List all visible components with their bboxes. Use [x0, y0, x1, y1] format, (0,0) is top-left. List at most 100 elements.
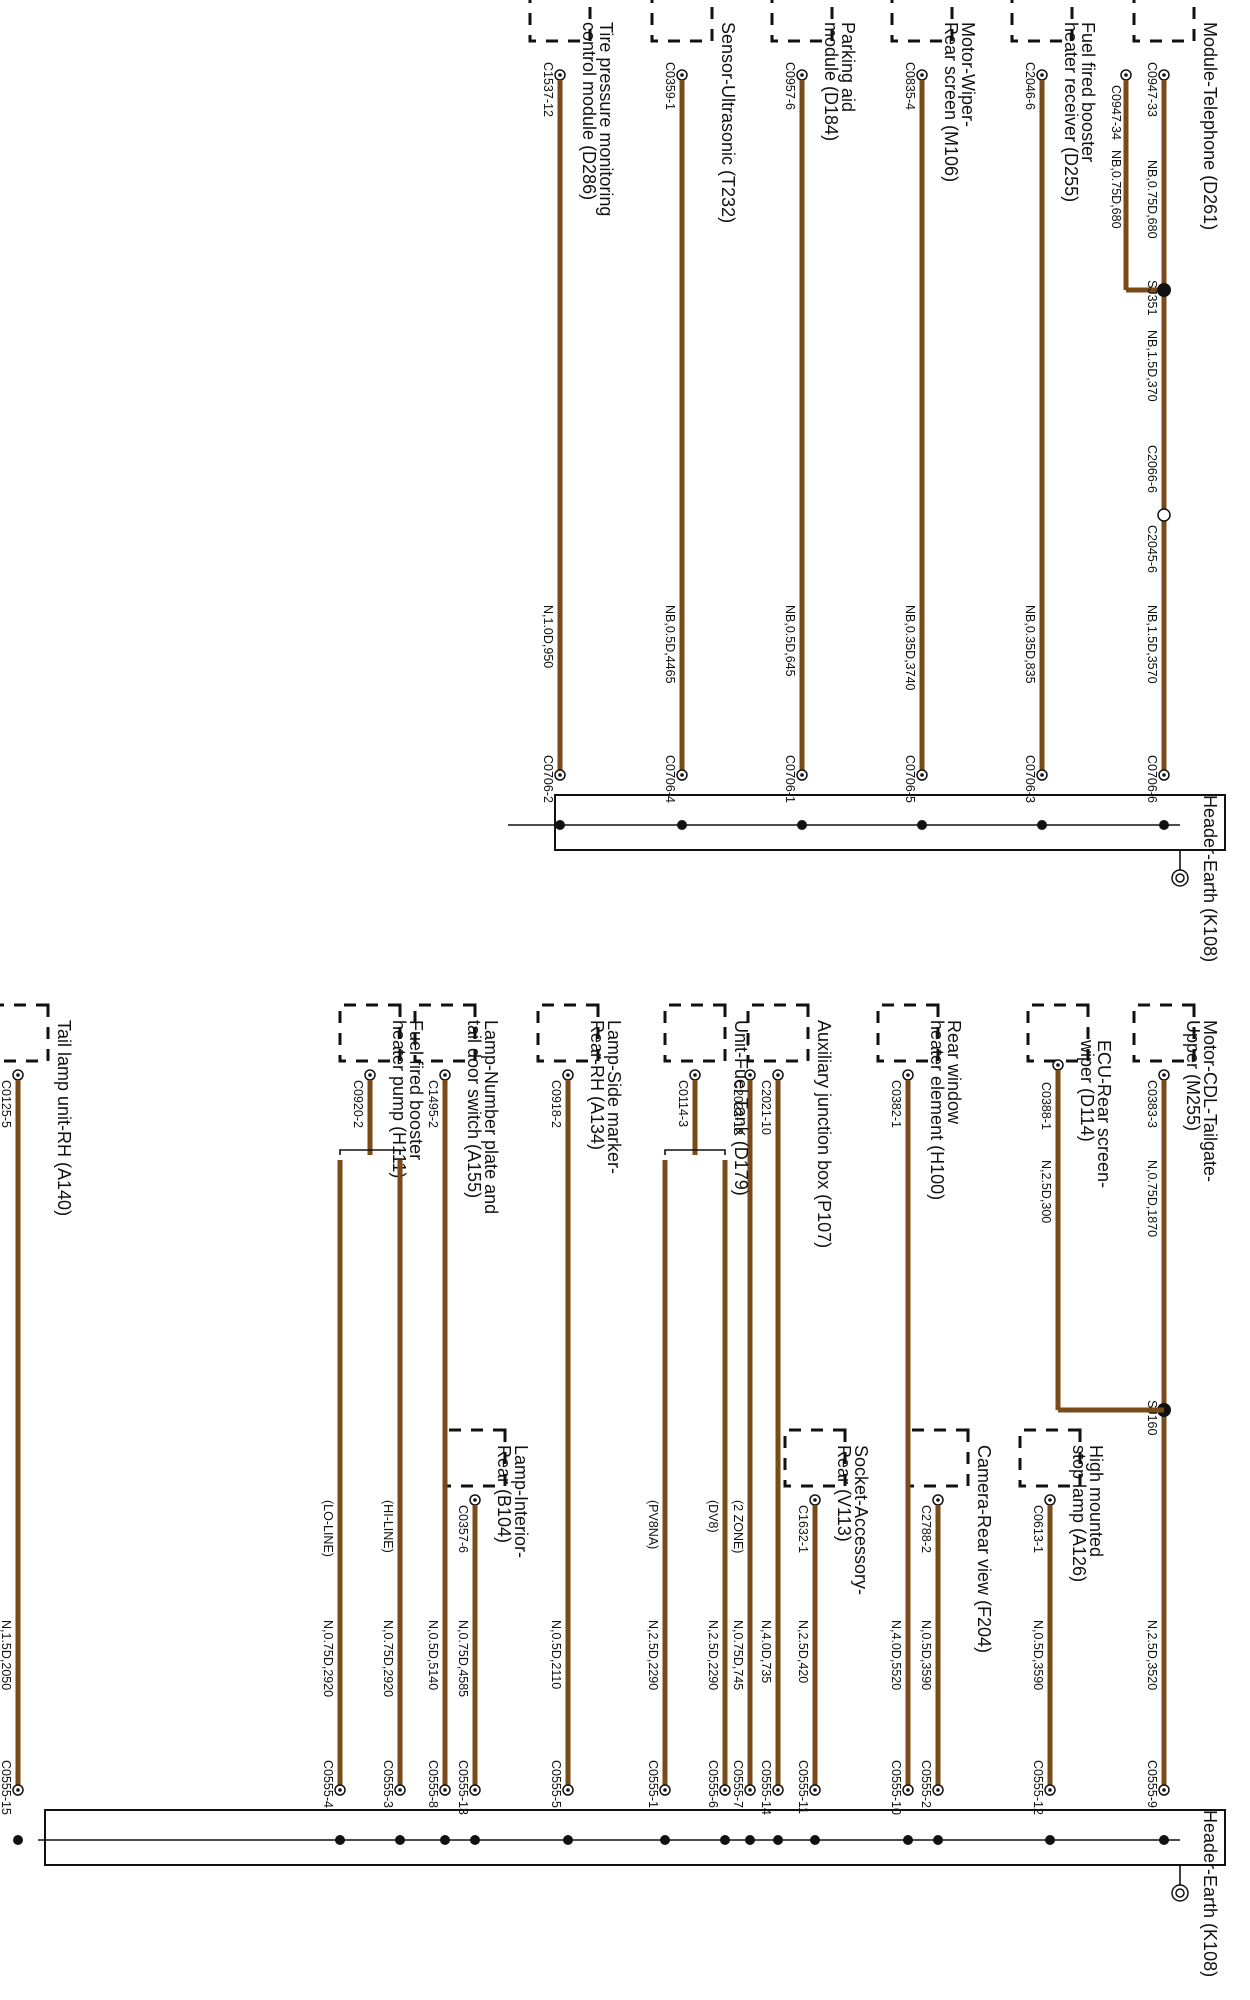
top-row-1-main-wire-label: NB,1.5D,3570 [1145, 605, 1159, 684]
bottom-row-5-end-connector-pin-icon [906, 1788, 910, 1792]
top-row-2-label-line: heater receiver (D255) [1061, 22, 1081, 202]
top-row-6-label-line: control module (D286) [579, 22, 599, 200]
top-row-1-end-connector-pin-icon [1162, 773, 1166, 777]
bottom-row-8-pin: C2022-12 [731, 1080, 745, 1135]
bottom-row-10-pin: C0918-2 [549, 1080, 563, 1128]
bottom-row-11-earth-pin: C0555-13 [456, 1760, 470, 1815]
top-row-1-branch-wire-label: NB,0.75D,680 [1109, 150, 1123, 229]
bottom-row-4-end-connector-pin-icon [936, 1788, 940, 1792]
bottom-row-14-pin: C0125-5 [0, 1080, 13, 1128]
top-row-6-component-outline [528, 0, 592, 43]
top-row-1-inline-connector-icon [1157, 508, 1171, 522]
bottom-row-6-label-line: Socket-Accessory- [851, 1445, 871, 1595]
bottom-row-3-end-connector-pin-icon [1048, 1788, 1052, 1792]
bottom-row-9-branch-1-wire-label: N,2.5D,2290 [706, 1620, 720, 1690]
top-row-2-label-line: Fuel fired booster [1078, 22, 1098, 162]
bottom-row-13-branch-1-end-connector-pin-icon [398, 1788, 402, 1792]
top-row-4-bus-junction [797, 820, 807, 830]
bottom-row-5-wire-label: N,4.0D,5520 [889, 1620, 903, 1690]
bottom-row-2-pin: C0388-1 [1039, 1082, 1053, 1130]
bottom-row-13-start-connector-pin-icon [368, 1073, 372, 1077]
bottom-row-1-pin: C0383-3 [1145, 1080, 1159, 1128]
bottom-row-1-end-connector-pin-icon [1162, 1788, 1166, 1792]
top-row-6-end-connector-pin-icon [558, 773, 562, 777]
bottom-section: Header-Earth (K108) Motor-CDL-Tailgate-U… [0, 1003, 1226, 1977]
bottom-row-9-branch-2-end-connector-pin-icon [663, 1788, 667, 1792]
bottom-row-13-branch-1-variant: (HI-LINE) [381, 1500, 395, 1553]
top-row-2-component-outline [1010, 0, 1074, 43]
bottom-row-10-component-outline [536, 1003, 600, 1063]
top-row-1-branch-start-connector-pin-icon [1124, 73, 1128, 77]
top-row-3-label-line: Rear screen (M106) [941, 22, 961, 182]
bottom-row-13-branch-2-earth-pin: C0555-4 [321, 1760, 335, 1808]
bottom-row-14-wire-label: N,1.5D,2050 [0, 1620, 13, 1690]
top-section: Header-Earth (K108) Module-Telephone (D2… [508, 0, 1226, 962]
top-row-4-label-line: module (D184) [821, 22, 841, 141]
bottom-row-11-label-line: Lamp-Interior- [511, 1445, 531, 1558]
top-row-5-wire-label: NB,0.5D,4465 [663, 605, 677, 684]
bottom-row-9-component-outline [663, 1003, 727, 1063]
bottom-row-1-splice-label: SJ160 [1145, 1400, 1159, 1435]
top-row-3-label-line: Motor-Wiper- [958, 22, 978, 127]
bottom-earth-header-bar [44, 1809, 1226, 1866]
bottom-row-8-variant: (2 ZONE) [731, 1500, 745, 1553]
top-row-4-pin: C0957-6 [783, 62, 797, 110]
bottom-row-7-component-outline [746, 1003, 810, 1063]
bottom-earth-header-label: Header-Earth (K108) [1200, 1810, 1220, 1977]
bottom-row-3-component-outline [1018, 1428, 1082, 1488]
bottom-row-6-wire-label: N,2.5D,420 [796, 1620, 810, 1683]
bottom-row-13-branch-1-wire-label: N,0.75D,2920 [381, 1620, 395, 1697]
top-earth-header-bar [554, 794, 1226, 851]
bottom-row-10-label-line: Lamp-Side marker- [604, 1020, 624, 1174]
bottom-row-4-bus-junction [933, 1835, 943, 1845]
bottom-row-14-start-connector-pin-icon [16, 1073, 20, 1077]
bottom-row-11-pin: C0357-6 [456, 1505, 470, 1553]
bottom-row-9-branch-2-wire-label: N,2.5D,2290 [646, 1620, 660, 1690]
bottom-row-13-brace-icon [339, 1149, 401, 1155]
bottom-row-12-earth-pin: C0555-8 [426, 1760, 440, 1808]
bottom-row-13-branch-1-bus-junction [395, 1835, 405, 1845]
top-earth-header-label: Header-Earth (K108) [1200, 795, 1220, 962]
bottom-row-7-wire-label: N,4.0D,735 [759, 1620, 773, 1683]
bottom-rows: Motor-CDL-Tailgate-Upper (M255)C0383-3N,… [0, 1003, 1220, 1845]
bottom-row-1-earth-pin: C0555-9 [1145, 1760, 1159, 1808]
bottom-row-5-bus-junction [903, 1835, 913, 1845]
bottom-row-13-label-line: Fuel fired booster [406, 1020, 426, 1160]
bottom-row-9-branch-2-bus-junction [660, 1835, 670, 1845]
bottom-row-8-end-connector-pin-icon [748, 1788, 752, 1792]
bottom-row-6-end-connector-pin-icon [813, 1788, 817, 1792]
top-row-6-wire-label: N,1.0D,950 [541, 605, 555, 668]
bottom-row-8-bus-junction [745, 1835, 755, 1845]
bottom-row-10-wire-label: N,0.5D,2110 [549, 1620, 563, 1689]
top-row-1-pin: C0947-33 [1145, 62, 1159, 117]
bottom-row-10-bus-junction [563, 1835, 573, 1845]
bottom-row-9-start-connector-pin-icon [693, 1073, 697, 1077]
top-row-1-component-outline [1132, 0, 1196, 43]
top-row-3-bus-junction [917, 820, 927, 830]
bottom-row-7-start-connector-pin-icon [776, 1073, 780, 1077]
bottom-row-3-wire-label: N,0.5D,3590 [1031, 1620, 1045, 1690]
bottom-row-6-start-connector-pin-icon [813, 1498, 817, 1502]
bottom-row-3-pin: C0613-1 [1031, 1505, 1045, 1553]
bottom-row-5-component-outline [876, 1003, 940, 1063]
top-row-4-earth-pin: C0706-1 [783, 755, 797, 803]
bottom-row-5-label-line: Rear window [944, 1020, 964, 1125]
bottom-row-3-earth-pin: C0555-12 [1031, 1760, 1045, 1815]
bottom-row-8-earth-pin: C0555-7 [731, 1760, 745, 1808]
bottom-row-9-branch-1-end-connector-pin-icon [723, 1788, 727, 1792]
bottom-row-9-brace-icon [664, 1149, 726, 1155]
bottom-row-3-bus-junction [1045, 1835, 1055, 1845]
top-row-2-bus-junction [1037, 820, 1047, 830]
bottom-row-3-label-line: stop lamp (A126) [1069, 1445, 1089, 1582]
bottom-row-10-label-line: Rear-RH (A134) [587, 1020, 607, 1150]
top-row-2-pin: C2046-6 [1023, 62, 1037, 110]
top-row-4-component-outline [770, 0, 834, 43]
bottom-row-2-label-line: wiper (D114) [1077, 1039, 1097, 1142]
bottom-row-12-pin: C1495-2 [426, 1080, 440, 1128]
bottom-earth-terminal-inner-icon [1175, 1888, 1185, 1898]
bottom-row-6-bus-junction [810, 1835, 820, 1845]
bottom-row-14-bus-junction [13, 1835, 23, 1845]
bottom-row-14-label-line: Tail lamp unit-RH (A140) [54, 1020, 74, 1216]
top-row-4-label-line: Parking aid [838, 22, 858, 112]
